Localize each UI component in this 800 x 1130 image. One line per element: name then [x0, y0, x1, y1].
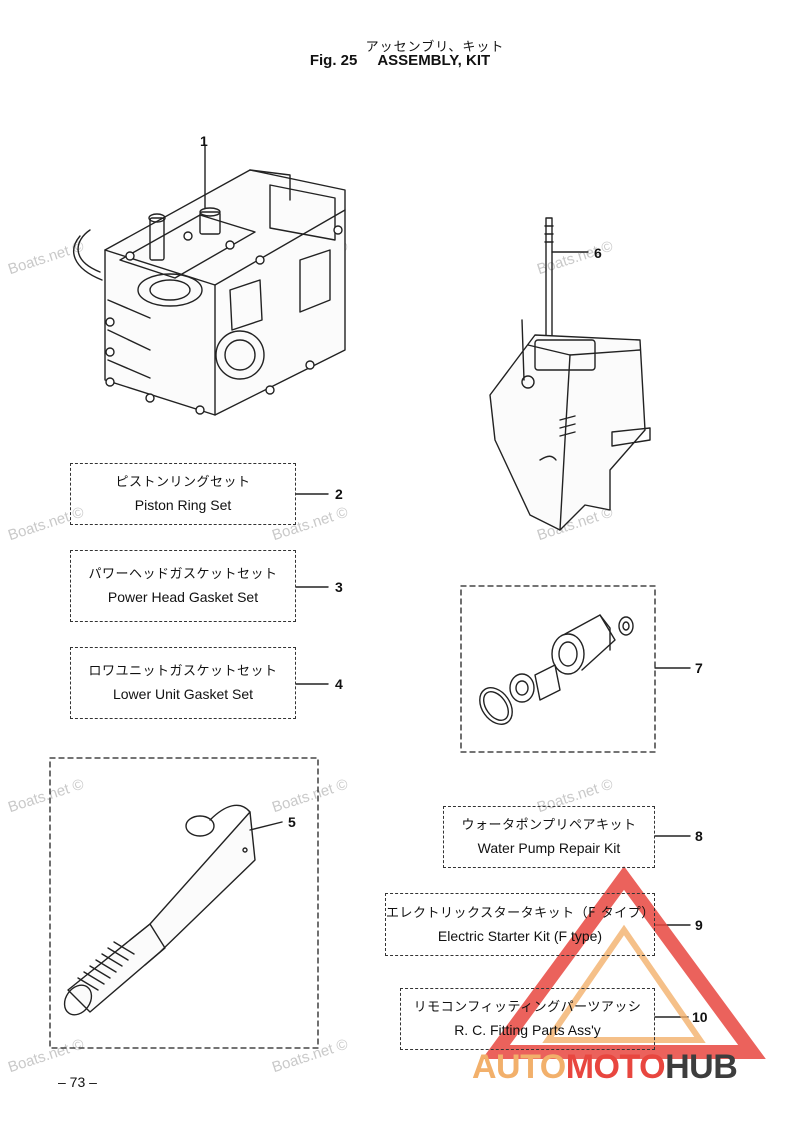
kit-rc-fitting-parts: リモコンフィッティングパーツアッシ R. C. Fitting Parts As…: [400, 988, 655, 1050]
fitting-tube-illustration: [63, 804, 256, 1016]
callout-6: 6: [594, 245, 602, 261]
kit-label-en: Electric Starter Kit (F type): [437, 927, 603, 944]
logo-part-moto: MOTO: [565, 1048, 666, 1086]
callout-10: 10: [692, 1009, 708, 1025]
figure-title-jp: アッセンブリ、キット: [365, 40, 505, 55]
automotohub-logo: AUTOMOTOHUB: [472, 1048, 738, 1087]
callout-8: 8: [695, 828, 703, 844]
kit-piston-ring-set: ピストンリングセット Piston Ring Set: [70, 463, 296, 525]
logo-triangle: [482, 866, 766, 1059]
figure-number: Fig. 25: [309, 52, 358, 69]
logo-part-auto: AUTO: [472, 1048, 566, 1086]
kit-lower-unit-gasket-set: ロワユニットガスケットセット Lower Unit Gasket Set: [70, 647, 296, 719]
kit-label-en: Piston Ring Set: [134, 497, 232, 513]
kit-label-jp: エレクトリックスタータキット（F タイプ）: [386, 905, 655, 921]
figure-title: Fig. 25 ASSEMBLY, KIT: [0, 52, 800, 69]
water-pump-parts-illustration: [479, 614, 634, 725]
kit-label-jp: ピストンリングセット: [115, 475, 251, 490]
callout-7: 7: [695, 660, 703, 676]
figure-title-en: ASSEMBLY, KIT: [377, 52, 491, 69]
callout-2: 2: [335, 486, 343, 502]
callout-3: 3: [335, 579, 343, 595]
kit-label-jp: パワーヘッドガスケットセット: [88, 567, 278, 582]
page-number: – 73 –: [58, 1074, 97, 1090]
callout-9: 9: [695, 917, 703, 933]
drive-shaft-illustration: [544, 217, 589, 349]
logo-part-hub: HUB: [665, 1048, 738, 1086]
kit-label-jp: ウォータポンプリペアキット: [461, 818, 637, 833]
lower-unit-illustration: [489, 319, 651, 531]
power-head-illustration: [73, 144, 346, 416]
kit-power-head-gasket-set: パワーヘッドガスケットセット Power Head Gasket Set: [70, 550, 296, 622]
kit-water-pump-repair-kit: ウォータポンプリペアキット Water Pump Repair Kit: [443, 806, 655, 868]
kit-label-en: Power Head Gasket Set: [107, 589, 259, 605]
callout-1: 1: [200, 133, 208, 149]
kit-label-en: R. C. Fitting Parts Ass'y: [454, 1022, 601, 1038]
callout-4: 4: [335, 676, 343, 692]
kit-electric-starter-kit: エレクトリックスタータキット（F タイプ） Electric Starter K…: [385, 893, 655, 956]
kit-label-en: Water Pump Repair Kit: [477, 840, 621, 856]
kit-label-jp: ロワユニットガスケットセット: [88, 664, 278, 679]
kit-label-jp: リモコンフィッティングパーツアッシ: [413, 1000, 642, 1015]
callout-5: 5: [288, 814, 296, 830]
kit-label-en: Lower Unit Gasket Set: [112, 686, 254, 702]
